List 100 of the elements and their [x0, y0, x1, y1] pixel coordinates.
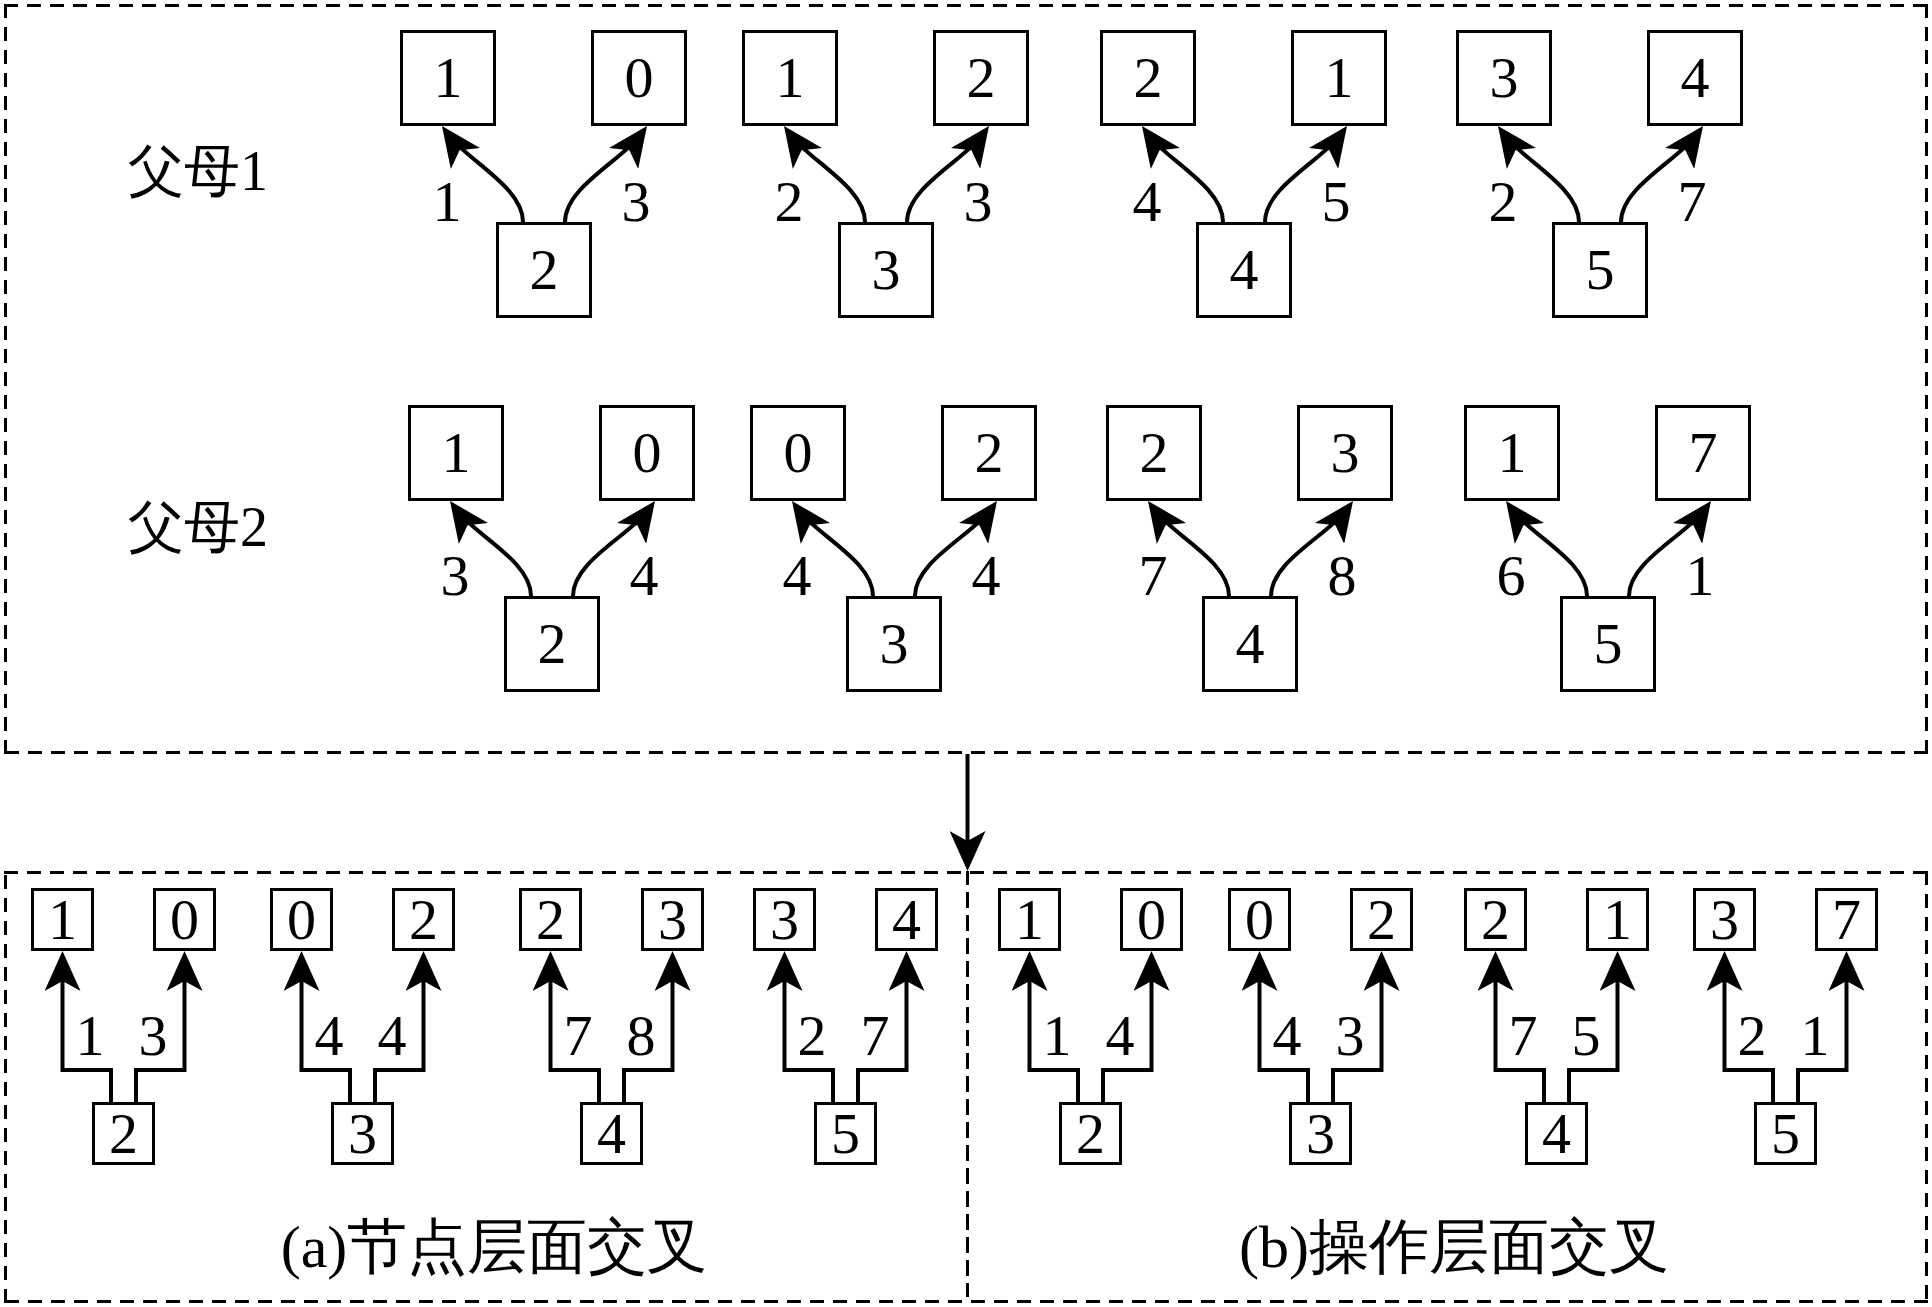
number-box: 2 [1106, 405, 1202, 501]
edge-label: 4 [314, 1007, 344, 1065]
number-box: 2 [519, 888, 582, 951]
arrow [1269, 501, 1354, 597]
edge-label: 4 [629, 547, 659, 605]
edge-label: 8 [626, 1007, 656, 1065]
arrow [134, 951, 203, 1102]
edge-label: 1 [1042, 1007, 1072, 1065]
edge-label: 4 [1132, 173, 1162, 231]
arrow [856, 951, 925, 1102]
edge-label: 1 [1800, 1007, 1830, 1065]
number-box: 1 [1464, 405, 1560, 501]
number-box: 4 [1647, 30, 1743, 126]
number-box: 2 [392, 888, 455, 951]
number-box: 4 [1202, 596, 1298, 692]
number-box: 3 [1693, 888, 1756, 951]
arrow [441, 126, 525, 223]
edge-label: 7 [860, 1007, 890, 1065]
arrow [905, 126, 990, 223]
arrow [622, 951, 691, 1102]
number-box: 1 [408, 405, 504, 501]
edge-label: 2 [774, 173, 804, 231]
number-box: 2 [1100, 30, 1196, 126]
edge-label: 4 [782, 547, 812, 605]
number-box: 5 [814, 1102, 877, 1165]
edge-label: 5 [1321, 173, 1351, 231]
number-box: 1 [31, 888, 94, 951]
number-box: 7 [1815, 888, 1878, 951]
arrow [1796, 951, 1865, 1102]
arrow [1147, 501, 1231, 597]
number-box: 1 [1586, 888, 1649, 951]
number-box: 3 [846, 596, 942, 692]
number-box: 4 [875, 888, 938, 951]
edge-label: 2 [1488, 173, 1518, 231]
arrow [1706, 951, 1775, 1102]
number-box: 2 [1059, 1102, 1122, 1165]
edge-label: 8 [1327, 547, 1357, 605]
number-box: 7 [1655, 405, 1751, 501]
edge-label: 5 [1571, 1007, 1601, 1065]
arrow [913, 501, 998, 597]
arrow [1331, 951, 1400, 1102]
number-box: 0 [599, 405, 695, 501]
number-box: 3 [1456, 30, 1552, 126]
number-box: 2 [92, 1102, 155, 1165]
arrow [1497, 126, 1581, 223]
number-box: 4 [1525, 1102, 1588, 1165]
edge-label: 4 [1272, 1007, 1302, 1065]
panel-frame [4, 871, 1928, 1303]
edge-label: 1 [75, 1007, 105, 1065]
panel-frame [4, 4, 1928, 754]
arrow [373, 951, 442, 1102]
edge-label: 3 [440, 547, 470, 605]
arrow [283, 951, 352, 1102]
number-box: 3 [331, 1102, 394, 1165]
arrow [1101, 951, 1170, 1102]
number-box: 0 [591, 30, 687, 126]
edge-label: 3 [621, 173, 651, 231]
number-box: 0 [750, 405, 846, 501]
number-box: 3 [1297, 405, 1393, 501]
row-label: 父母2 [128, 499, 268, 555]
number-box: 0 [153, 888, 216, 951]
arrow [571, 501, 656, 597]
number-box: 3 [838, 222, 934, 318]
number-box: 0 [1228, 888, 1291, 951]
row-label: 父母1 [128, 143, 268, 199]
arrow [1627, 501, 1712, 597]
number-box: 1 [1291, 30, 1387, 126]
edge-label: 7 [563, 1007, 593, 1065]
arrow [949, 754, 986, 871]
arrow [1477, 951, 1546, 1102]
number-box: 1 [998, 888, 1061, 951]
edge-label: 6 [1496, 547, 1526, 605]
arrow [1241, 951, 1310, 1102]
edge-label: 3 [138, 1007, 168, 1065]
edge-label: 3 [963, 173, 993, 231]
number-box: 5 [1552, 222, 1648, 318]
arrow [532, 951, 601, 1102]
edge-label: 4 [971, 547, 1001, 605]
edge-label: 2 [1737, 1007, 1767, 1065]
number-box: 1 [742, 30, 838, 126]
number-box: 2 [1350, 888, 1413, 951]
number-box: 5 [1754, 1102, 1817, 1165]
number-box: 2 [941, 405, 1037, 501]
edge-label: 7 [1138, 547, 1168, 605]
number-box: 4 [1196, 222, 1292, 318]
number-box: 3 [1289, 1102, 1352, 1165]
number-box: 2 [1464, 888, 1527, 951]
edge-label: 2 [797, 1007, 827, 1065]
edge-label: 3 [1335, 1007, 1365, 1065]
arrow [1567, 951, 1636, 1102]
arrow [1505, 501, 1589, 597]
number-box: 3 [641, 888, 704, 951]
edge-label: 7 [1508, 1007, 1538, 1065]
number-box: 2 [504, 596, 600, 692]
number-box: 5 [1560, 596, 1656, 692]
edge-label: 4 [1105, 1007, 1135, 1065]
edge-label: 7 [1677, 173, 1707, 231]
arrow [791, 501, 875, 597]
edge-label: 4 [377, 1007, 407, 1065]
number-box: 3 [753, 888, 816, 951]
